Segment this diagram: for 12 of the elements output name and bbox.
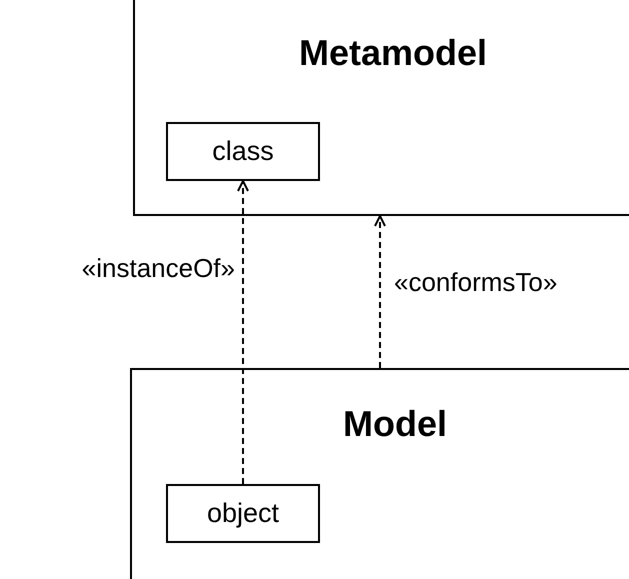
dependency-arrow — [237, 180, 249, 484]
class-name: class — [212, 136, 274, 167]
dependency-arrow — [374, 215, 386, 368]
class-box — [166, 484, 320, 543]
edge-label: «conformsTo» — [394, 267, 558, 298]
package-box — [130, 368, 629, 579]
edge-label: «instanceOf» — [82, 253, 235, 284]
package-box — [133, 0, 629, 216]
package-title: Metamodel — [298, 32, 488, 73]
class-box — [166, 122, 320, 181]
package-title: Model — [343, 403, 447, 444]
class-name: object — [206, 498, 280, 529]
